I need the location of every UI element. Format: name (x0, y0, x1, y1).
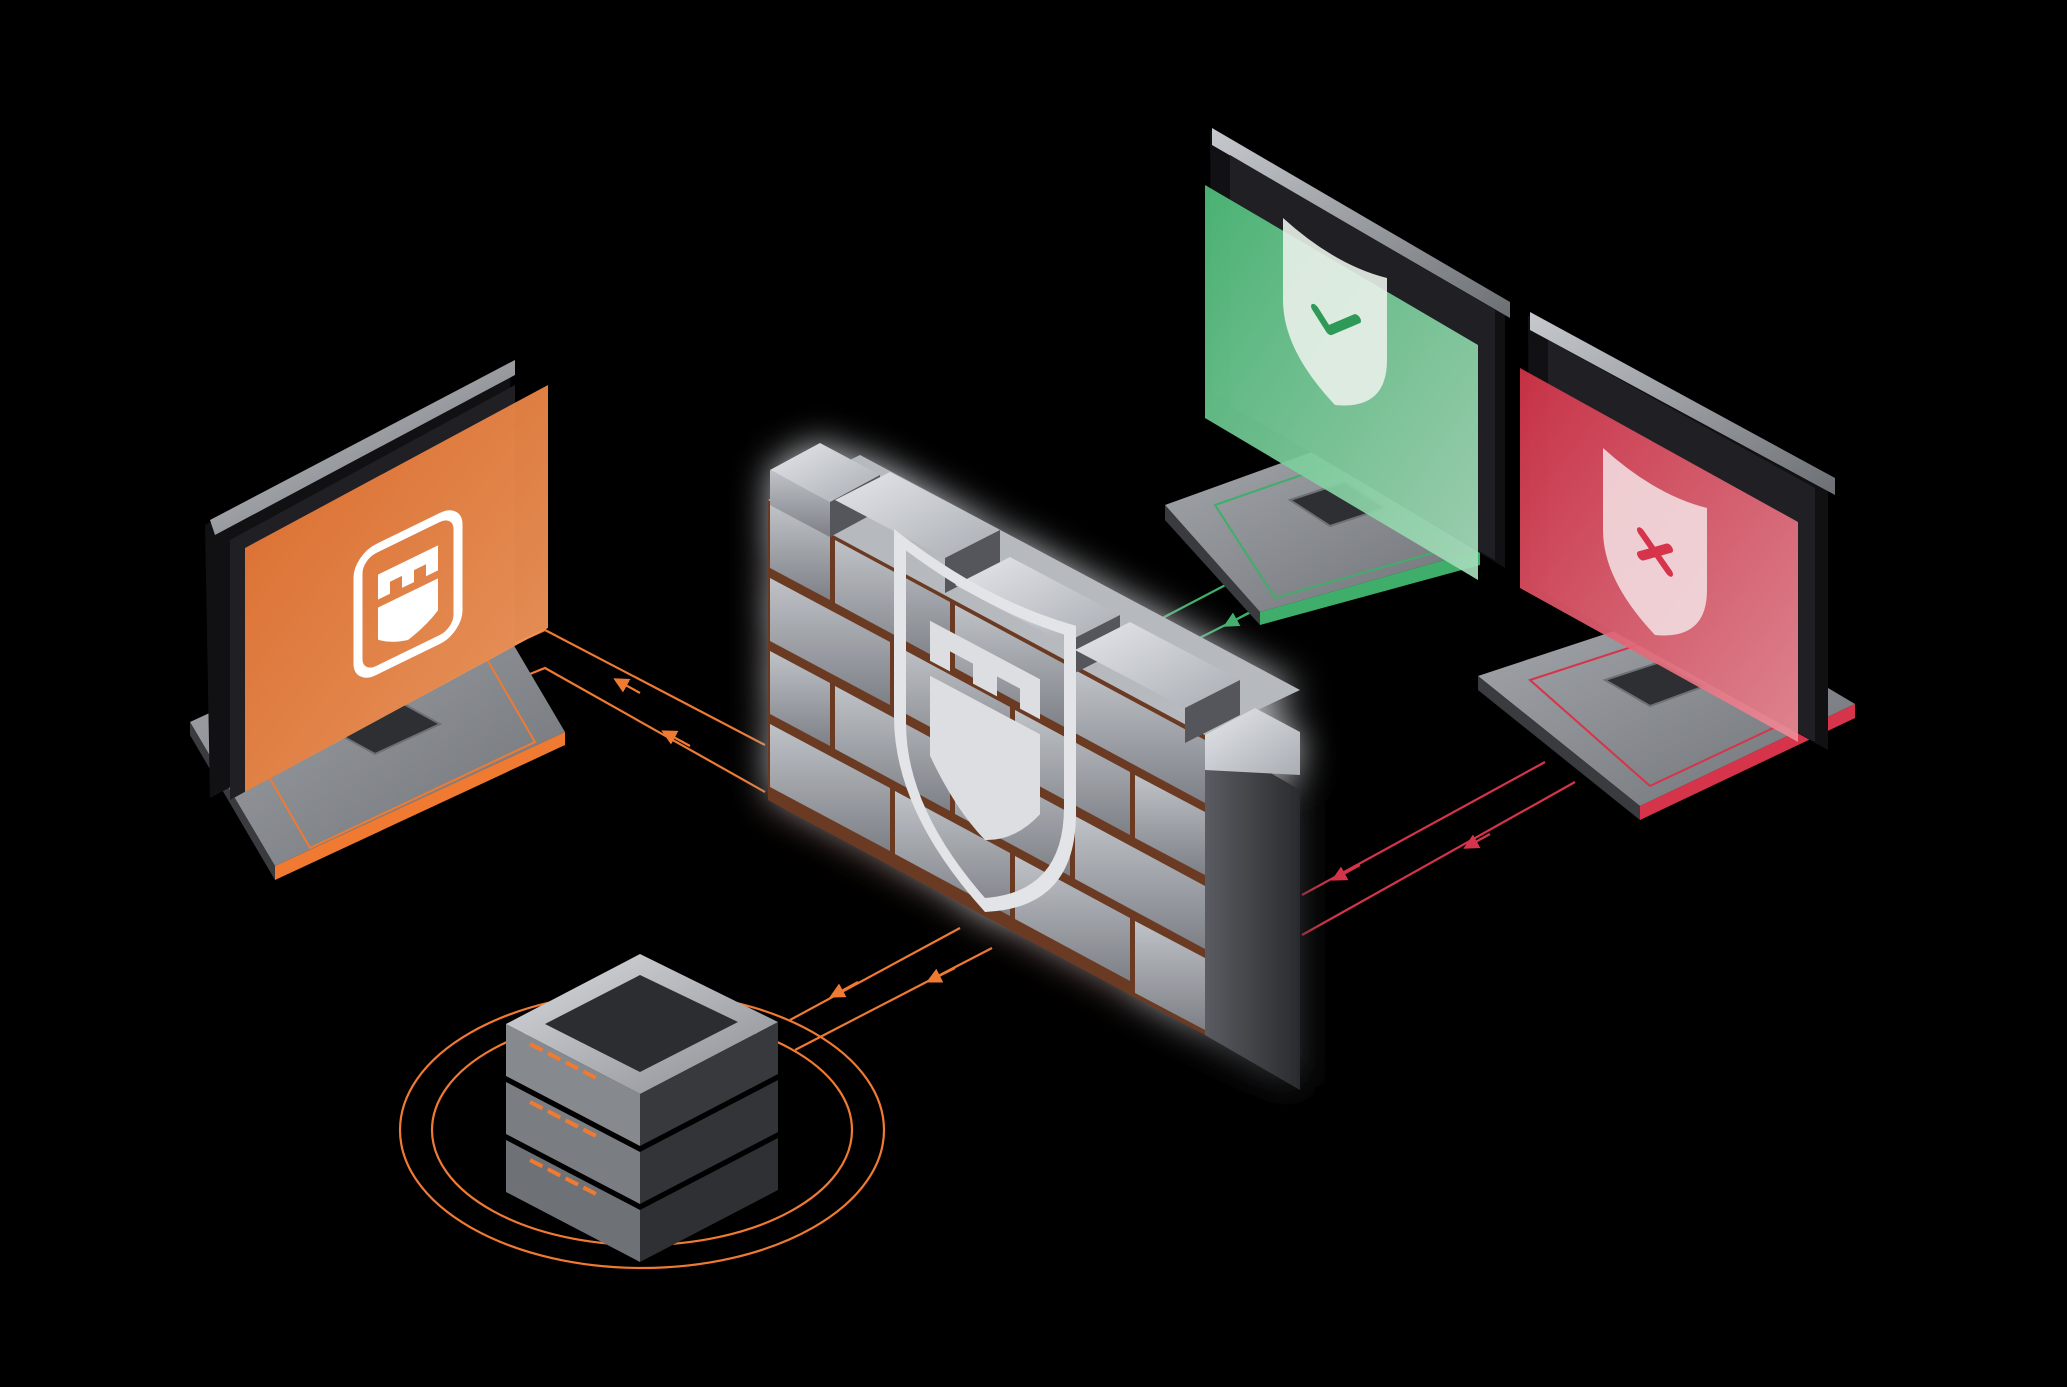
firewall (768, 443, 1300, 1090)
server-led (529, 1100, 601, 1140)
monitor-bezel (1212, 128, 1510, 318)
screen-overlay (245, 385, 548, 792)
connection-blocked-computer-to-firewall (1301, 761, 1576, 936)
arrow-icon (1331, 864, 1361, 881)
arrow-icon (661, 730, 691, 747)
allowed-computer (1165, 128, 1510, 625)
server-led (529, 1042, 601, 1082)
connection-firewall-to-server (789, 927, 993, 1051)
monitor-bezel (210, 360, 515, 535)
shield-cross-icon (1603, 447, 1707, 636)
battlements (770, 443, 1300, 775)
blocked-computer (1478, 312, 1855, 820)
protected-computer (190, 360, 565, 880)
shield-check-icon (1283, 217, 1387, 406)
arrow-icon (926, 967, 956, 983)
fortress-shield-icon (894, 529, 1076, 912)
arrow-icon (613, 678, 641, 694)
fortress-logo-icon (353, 510, 463, 678)
server-stack-icon (506, 954, 778, 1262)
server (398, 954, 886, 1270)
arrow-icon (829, 981, 859, 998)
arrow-icon (1223, 611, 1251, 627)
monitor-bezel (1530, 312, 1835, 495)
arrow-icon (1463, 833, 1491, 849)
server-led (529, 1158, 601, 1198)
